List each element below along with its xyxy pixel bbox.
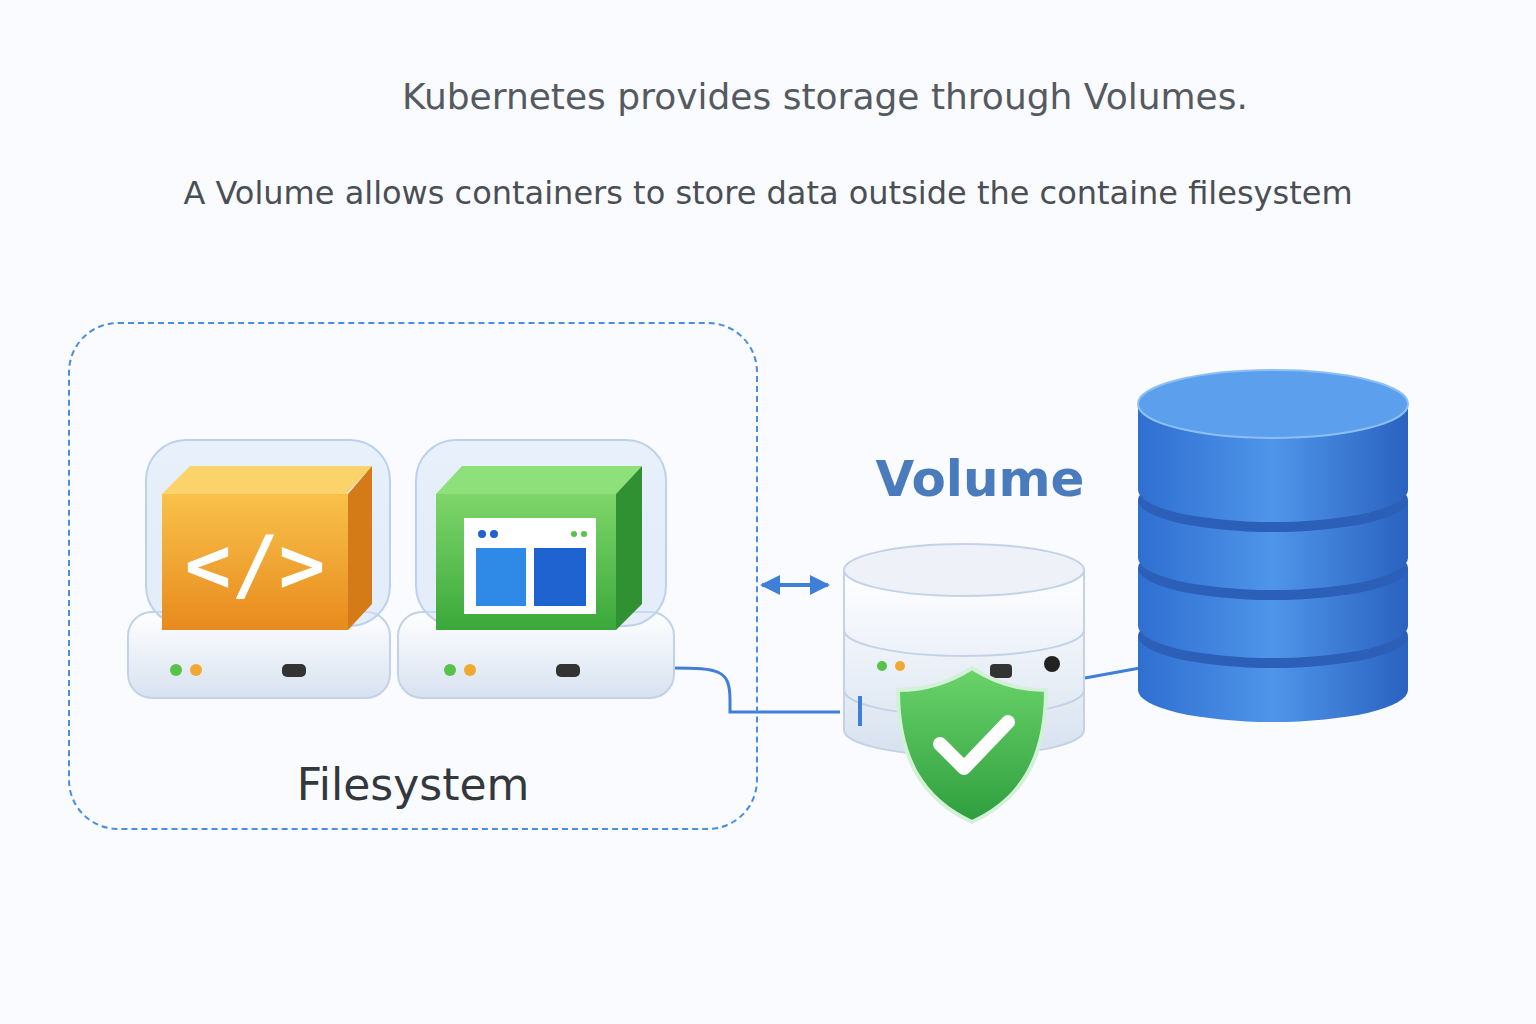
title: Kubernetes provides storage through Volu…	[0, 76, 1536, 117]
svg-text:</>: </>	[185, 520, 326, 610]
filesystem-region: Filesystem	[68, 322, 758, 830]
caption: A Volume allows containers to store data…	[0, 174, 1536, 212]
node-label: Volume	[830, 450, 1130, 508]
connector-arrow	[762, 583, 828, 587]
node-label: Filesystem	[70, 759, 756, 810]
volume-node: Volume	[830, 450, 1130, 710]
